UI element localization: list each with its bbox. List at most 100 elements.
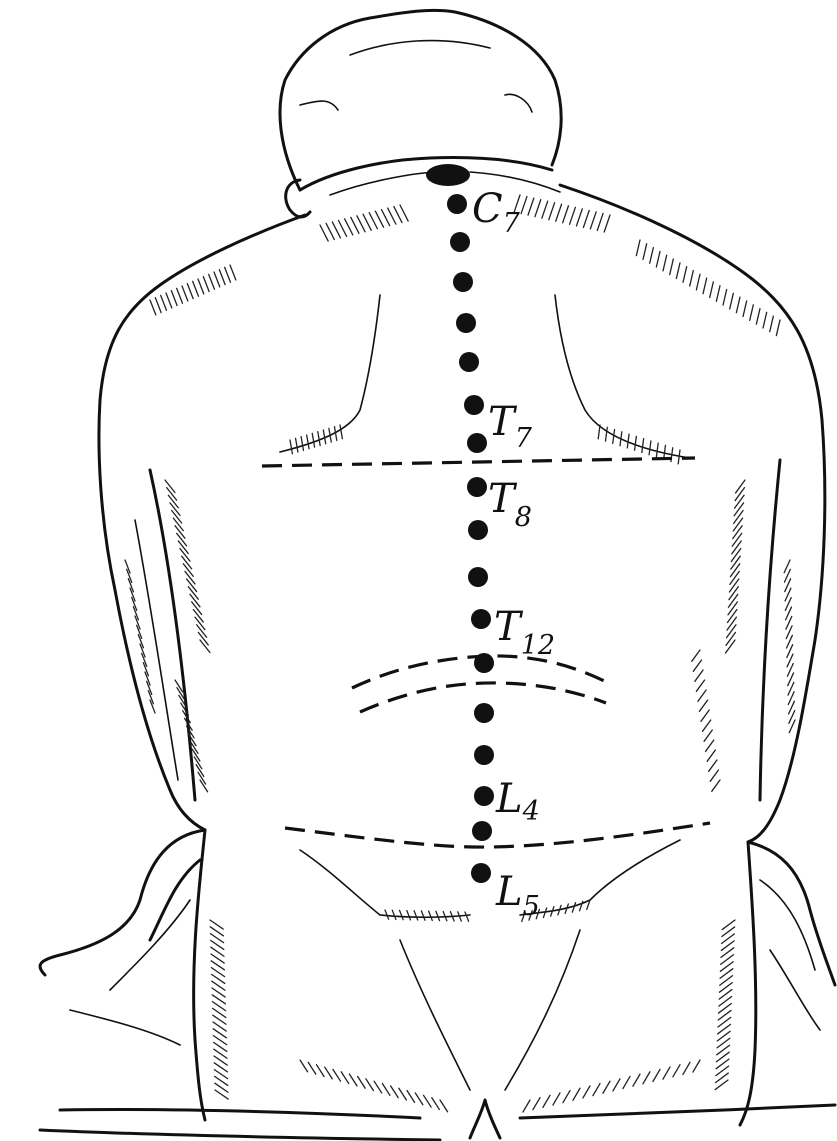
hatch-stroke [656,251,660,267]
hatch-stroke [698,690,706,701]
hatch-stroke [296,438,298,452]
hatch-stroke [736,297,740,313]
hatch-stroke [712,780,720,791]
hatch-stroke [731,556,740,569]
l5-dot [471,863,491,883]
hatch-stroke [663,1067,670,1079]
label-l5: L5 [495,869,540,922]
hatch-stroke [150,300,156,315]
hatch-stroke [756,309,760,325]
spinous-process-dot [450,232,470,252]
hatch-stroke [683,1062,690,1074]
hatch-stroke [542,201,548,218]
hatch-stroke [693,660,701,671]
hatch-stroke [173,518,183,531]
hatch-stroke [598,425,600,439]
hatch-stroke [300,1060,308,1072]
hatch-stroke [167,488,177,501]
hatch-stroke [590,212,596,229]
hatch-stroke [351,217,359,233]
hatch-stroke [375,211,383,227]
spinous-process-dot [474,745,494,765]
hatch-stroke [308,1062,316,1074]
hatch-stroke [523,1100,530,1112]
l4-dot [472,821,492,841]
hatch-stroke [726,640,735,653]
hatch-stroke [325,1067,333,1079]
hatch-stroke [178,541,188,554]
hatch-stroke [603,1081,610,1093]
l4-upper-dot [474,786,494,806]
hatch-stroke [182,286,188,301]
hatch-stroke [733,526,742,539]
hatch-stroke [533,1098,540,1110]
hatch-stroke [349,1074,357,1086]
hatch-stroke [716,286,720,302]
hatch-stroke [200,640,210,653]
hatch-stroke [703,278,707,294]
lumbar-contour [300,840,680,1090]
hatch-stroke [635,436,637,450]
hatch-stroke [429,911,433,920]
hatch-stroke [193,610,203,623]
hatch-stroke [187,284,193,299]
hatch-stroke [388,208,396,224]
hatch-stroke [706,740,714,751]
hatch-stroke [197,625,207,638]
hatch-stroke [733,518,742,531]
hatch-stroke [729,587,738,600]
hatch-stroke [172,510,182,523]
t7-dot [467,433,487,453]
hatch-stroke [185,571,195,584]
hatch-stroke [407,911,411,920]
head-outline [280,10,561,217]
hatch-stroke [701,710,709,721]
hatch-stroke [649,441,651,455]
hatch-stroke [400,910,404,919]
hatch-stroke [535,200,541,217]
hatch-stroke [392,910,396,919]
hatch-stroke [175,526,185,539]
hatch-stroke [605,427,607,441]
hatch-stroke [699,700,707,711]
hatch-stroke [182,556,192,569]
hatch-stroke [763,312,767,328]
hatch-stroke [307,435,309,449]
hatch-stroke [731,549,740,562]
hatch-stroke [623,1076,630,1088]
hatch-stroke [332,222,340,238]
hatch-stroke [703,720,711,731]
hatch-stroke [572,903,575,912]
hatch-stroke [177,533,187,546]
hatch-stroke [382,1084,390,1096]
hatch-stroke [576,209,582,226]
hatch-stroke [192,602,202,615]
torso-outline [40,185,835,1140]
label-t12: T12 [494,604,555,661]
hatch-stroke [636,240,640,256]
hatch-stroke [183,564,193,577]
hatch-stroke [195,617,205,630]
hatch-stroke [710,770,718,781]
hatch-stroke [673,1065,680,1077]
hatch-stroke [440,1100,448,1112]
hatch-stroke [704,730,712,741]
hatch-stroke [723,290,727,306]
hatch-stroke [710,282,714,298]
hatch-stroke [316,1065,324,1077]
hatch-stroke [613,430,615,444]
hatch-stroke [583,1086,590,1098]
hatch-stroke [727,617,736,630]
hatch-stroke [707,750,715,761]
hatch-stroke [736,480,745,493]
spinous-processes [426,164,494,883]
hatch-stroke [363,214,371,230]
t7-upper-dot [464,395,484,415]
shading-hatching [125,195,795,1112]
hatch-stroke [166,293,172,308]
hatch-stroke [693,1060,700,1072]
spinous-process-dot [447,194,467,214]
spinous-process-dot [459,352,479,372]
